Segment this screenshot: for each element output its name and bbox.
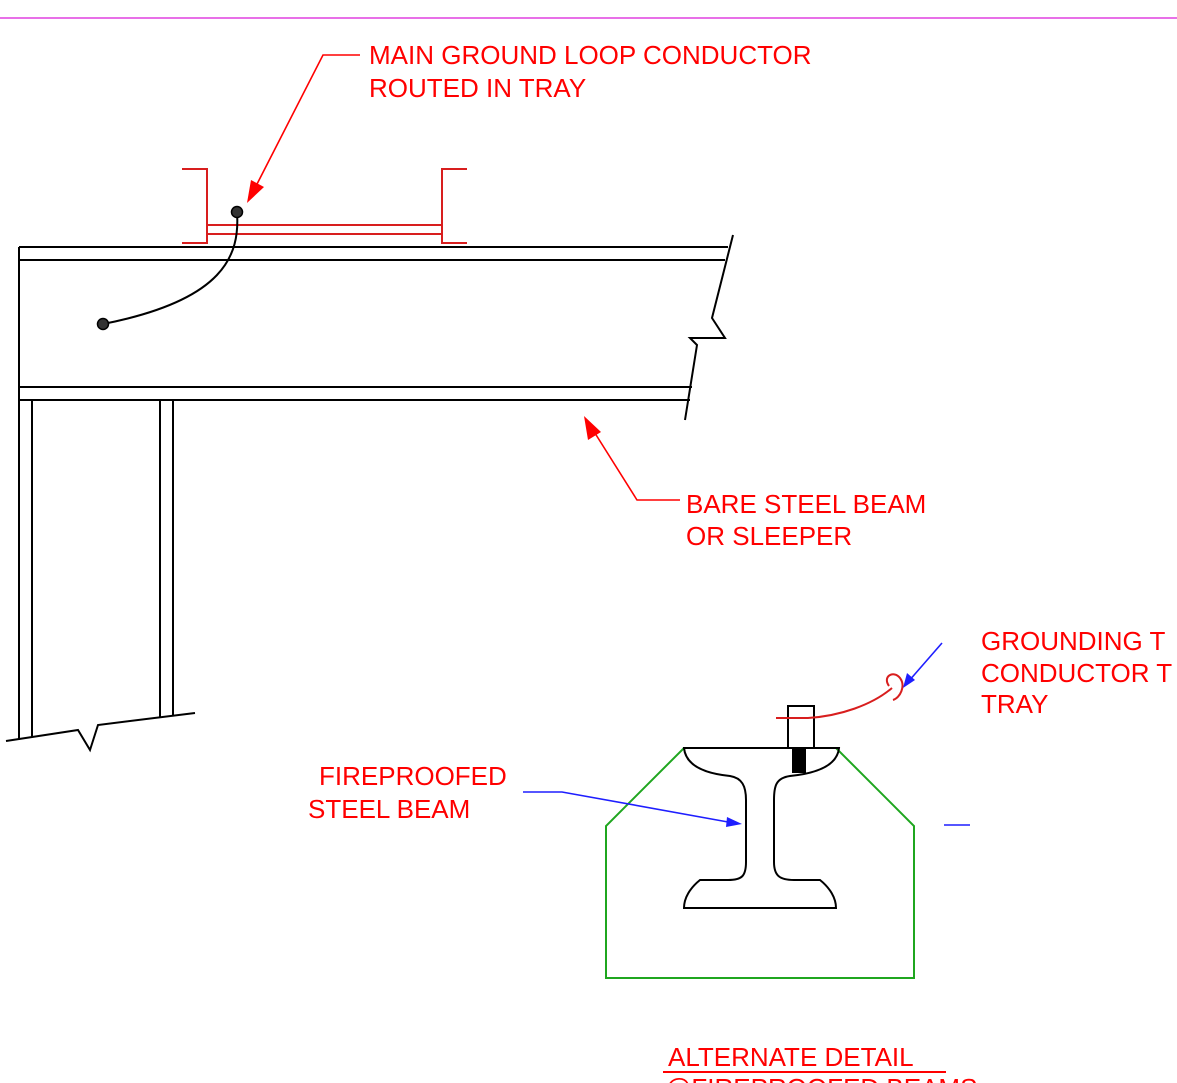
- label-grounding-3: TRAY: [981, 689, 1048, 719]
- label-bare-steel-1: BARE STEEL BEAM: [686, 489, 926, 519]
- label-fireproofed-1: FIREPROOFED: [319, 761, 507, 791]
- detail-title-2: @FIREPROOFED BEAMS: [665, 1073, 977, 1083]
- cable-tray: [182, 168, 467, 244]
- conductor-dot-tray: [230, 205, 244, 219]
- label-grounding-2: CONDUCTOR T: [981, 658, 1172, 688]
- column-break-line: [5, 712, 196, 753]
- bare-steel-leader: [584, 416, 680, 501]
- detail-title-1: ALTERNATE DETAIL: [668, 1042, 914, 1072]
- beam-break-line: [684, 234, 734, 421]
- grounding-leader: [903, 642, 943, 688]
- support-column: [5, 400, 196, 753]
- ground-conductor: [96, 205, 244, 331]
- conductor-dot-beam: [96, 317, 110, 331]
- label-grounding-1: GROUNDING T: [981, 626, 1166, 656]
- grounding-tail: [776, 673, 904, 719]
- fireproofed-leader: [523, 791, 742, 827]
- label-fireproofed-2: STEEL BEAM: [308, 794, 470, 824]
- fireproofing-envelope: [605, 747, 915, 979]
- label-main-ground-loop-1: MAIN GROUND LOOP CONDUCTOR: [369, 40, 812, 70]
- main-ground-loop-leader: [247, 54, 360, 203]
- bare-steel-beam: [18, 234, 734, 421]
- clamp-bolt: [792, 749, 806, 773]
- label-bare-steel-2: OR SLEEPER: [686, 521, 852, 551]
- beam-clamp: [787, 705, 815, 749]
- fireproofed-i-beam: [682, 705, 841, 909]
- label-main-ground-loop-2: ROUTED IN TRAY: [369, 73, 586, 103]
